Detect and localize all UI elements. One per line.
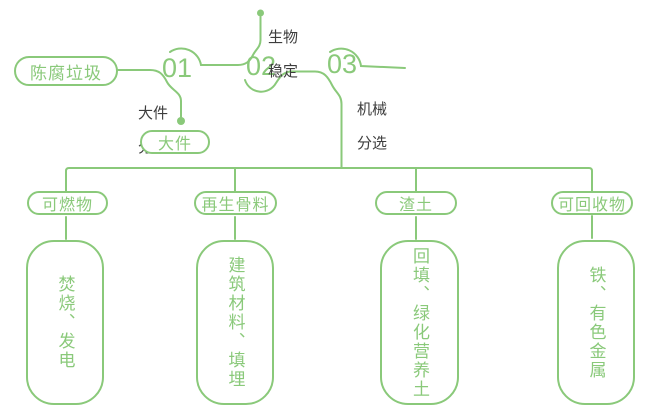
detail-text-recycled-aggregate: 建筑材料、填埋 — [225, 256, 245, 389]
step-number-01: 01 — [161, 53, 193, 83]
arc-step03-outlet — [329, 47, 406, 69]
branch-pill-combustibles-label: 可燃物 — [41, 197, 93, 214]
branch-pill-slag-soil-label: 渣土 — [398, 197, 433, 214]
source-pill: 陈腐垃圾 — [14, 56, 118, 86]
step-number-03: 03 — [326, 49, 358, 79]
mech-label-line1: 机械 — [357, 101, 388, 118]
branch-trunk-line — [65, 167, 593, 192]
mech-label-line2: 分选 — [357, 135, 388, 152]
bio-branch-dot — [257, 9, 264, 17]
bio-label-line2: 稳定 — [268, 63, 299, 80]
mechanical-sorting-label: 机械 分选 — [357, 84, 387, 169]
bio-label-line1: 生物 — [268, 29, 299, 46]
bulky-label-line1: 大件 — [138, 105, 169, 122]
branch-pill-recyclables-label: 可回收物 — [557, 197, 626, 214]
branch-pill-slag-soil: 渣土 — [375, 191, 457, 215]
branch-pill-recycled-aggregate-label: 再生骨料 — [201, 197, 270, 214]
source-pill-label: 陈腐垃圾 — [30, 63, 102, 83]
detail-box-combustibles: 焚烧、发电 — [26, 240, 104, 405]
detail-box-recyclables: 铁、有色金属 — [557, 240, 635, 405]
bulky-output-pill: 大件 — [140, 130, 210, 154]
bio-stabilization-label: 生物 稳定 — [268, 12, 298, 97]
arc-step02-to-trunk — [244, 70, 343, 169]
arc-step01-to-bio-branch — [169, 16, 262, 66]
bulky-branch-dot — [177, 117, 185, 125]
step-number-02: 02 — [245, 51, 277, 81]
detail-box-recycled-aggregate: 建筑材料、填埋 — [196, 240, 274, 405]
detail-text-combustibles: 焚烧、发电 — [55, 275, 75, 370]
bulky-output-label: 大件 — [157, 136, 192, 153]
line-source-to-bulky-branch — [115, 69, 182, 118]
branch-pill-combustibles: 可燃物 — [27, 191, 108, 215]
detail-box-slag-soil: 回填、绿化营养土 — [380, 240, 459, 405]
detail-text-recyclables: 铁、有色金属 — [586, 265, 606, 380]
branch-pill-recyclables: 可回收物 — [551, 191, 633, 215]
branch-pill-recycled-aggregate: 再生骨料 — [194, 191, 277, 215]
detail-text-slag-soil: 回填、绿化营养土 — [410, 246, 429, 399]
